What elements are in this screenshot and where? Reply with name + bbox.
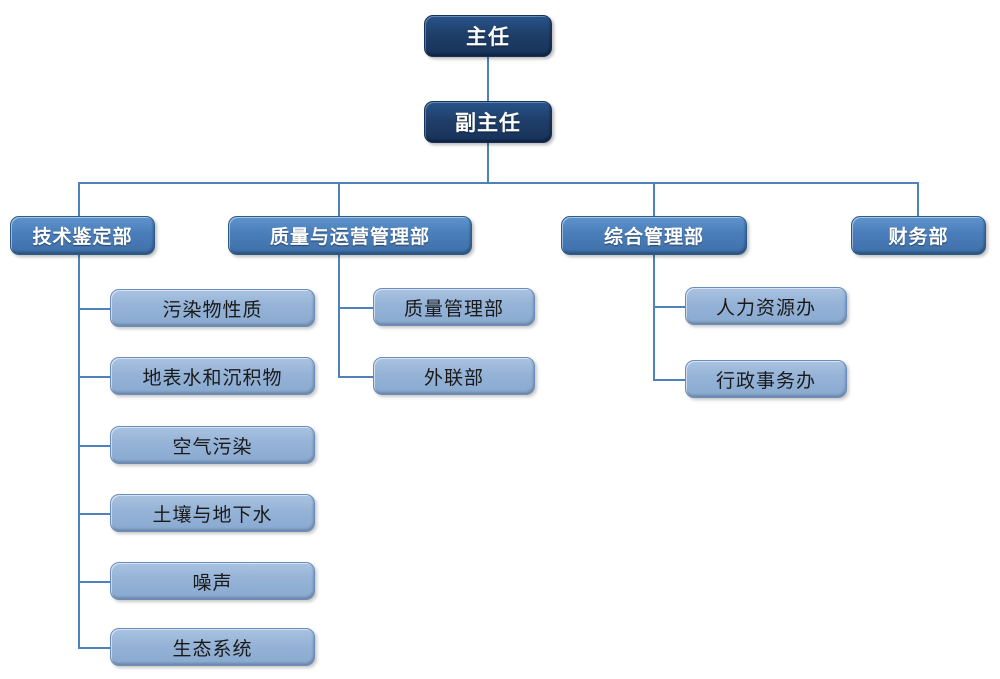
node-unit-noise[interactable]: 噪声 bbox=[110, 562, 315, 600]
connector-technical-stub-3 bbox=[78, 445, 111, 447]
connector-quality-stub-2 bbox=[338, 376, 374, 378]
connector-bus-to-quality bbox=[338, 182, 340, 216]
node-unit-surface-water-sediment[interactable]: 地表水和沉积物 bbox=[110, 357, 315, 395]
connector-bus-to-finance bbox=[917, 182, 919, 216]
connector-quality-stub-1 bbox=[338, 307, 374, 309]
node-department-admin[interactable]: 综合管理部 bbox=[561, 216, 747, 255]
connector-technical-stub-5 bbox=[78, 581, 111, 583]
node-unit-pollutant-properties[interactable]: 污染物性质 bbox=[110, 289, 315, 327]
node-unit-administrative-affairs[interactable]: 行政事务办 bbox=[685, 360, 847, 398]
node-unit-ecosystem[interactable]: 生态系统 bbox=[110, 628, 315, 666]
node-unit-human-resources[interactable]: 人力资源办 bbox=[685, 287, 847, 325]
connector-deputy-to-bus bbox=[487, 142, 489, 183]
connector-quality-spine bbox=[338, 255, 340, 378]
connector-director-to-deputy bbox=[487, 57, 489, 102]
node-deputy-director[interactable]: 副主任 bbox=[424, 101, 552, 143]
node-director[interactable]: 主任 bbox=[424, 15, 552, 57]
connector-bus-to-admin bbox=[653, 182, 655, 216]
connector-technical-stub-2 bbox=[78, 376, 111, 378]
connector-bus-to-technical bbox=[78, 182, 80, 216]
node-department-finance[interactable]: 财务部 bbox=[851, 216, 986, 255]
node-unit-air-pollution[interactable]: 空气污染 bbox=[110, 426, 315, 464]
connector-technical-spine bbox=[78, 255, 80, 648]
connector-department-bus bbox=[78, 182, 918, 184]
connector-technical-stub-6 bbox=[78, 647, 111, 649]
connector-admin-stub-2 bbox=[653, 379, 686, 381]
connector-technical-stub-1 bbox=[78, 308, 111, 310]
node-department-quality[interactable]: 质量与运营管理部 bbox=[228, 216, 472, 255]
node-unit-quality-management[interactable]: 质量管理部 bbox=[373, 288, 535, 326]
node-department-technical[interactable]: 技术鉴定部 bbox=[10, 216, 155, 255]
connector-admin-stub-1 bbox=[653, 306, 686, 308]
connector-technical-stub-4 bbox=[78, 513, 111, 515]
node-unit-external-liaison[interactable]: 外联部 bbox=[373, 357, 535, 395]
node-unit-soil-groundwater[interactable]: 土壤与地下水 bbox=[110, 494, 315, 532]
connector-admin-spine bbox=[653, 255, 655, 381]
